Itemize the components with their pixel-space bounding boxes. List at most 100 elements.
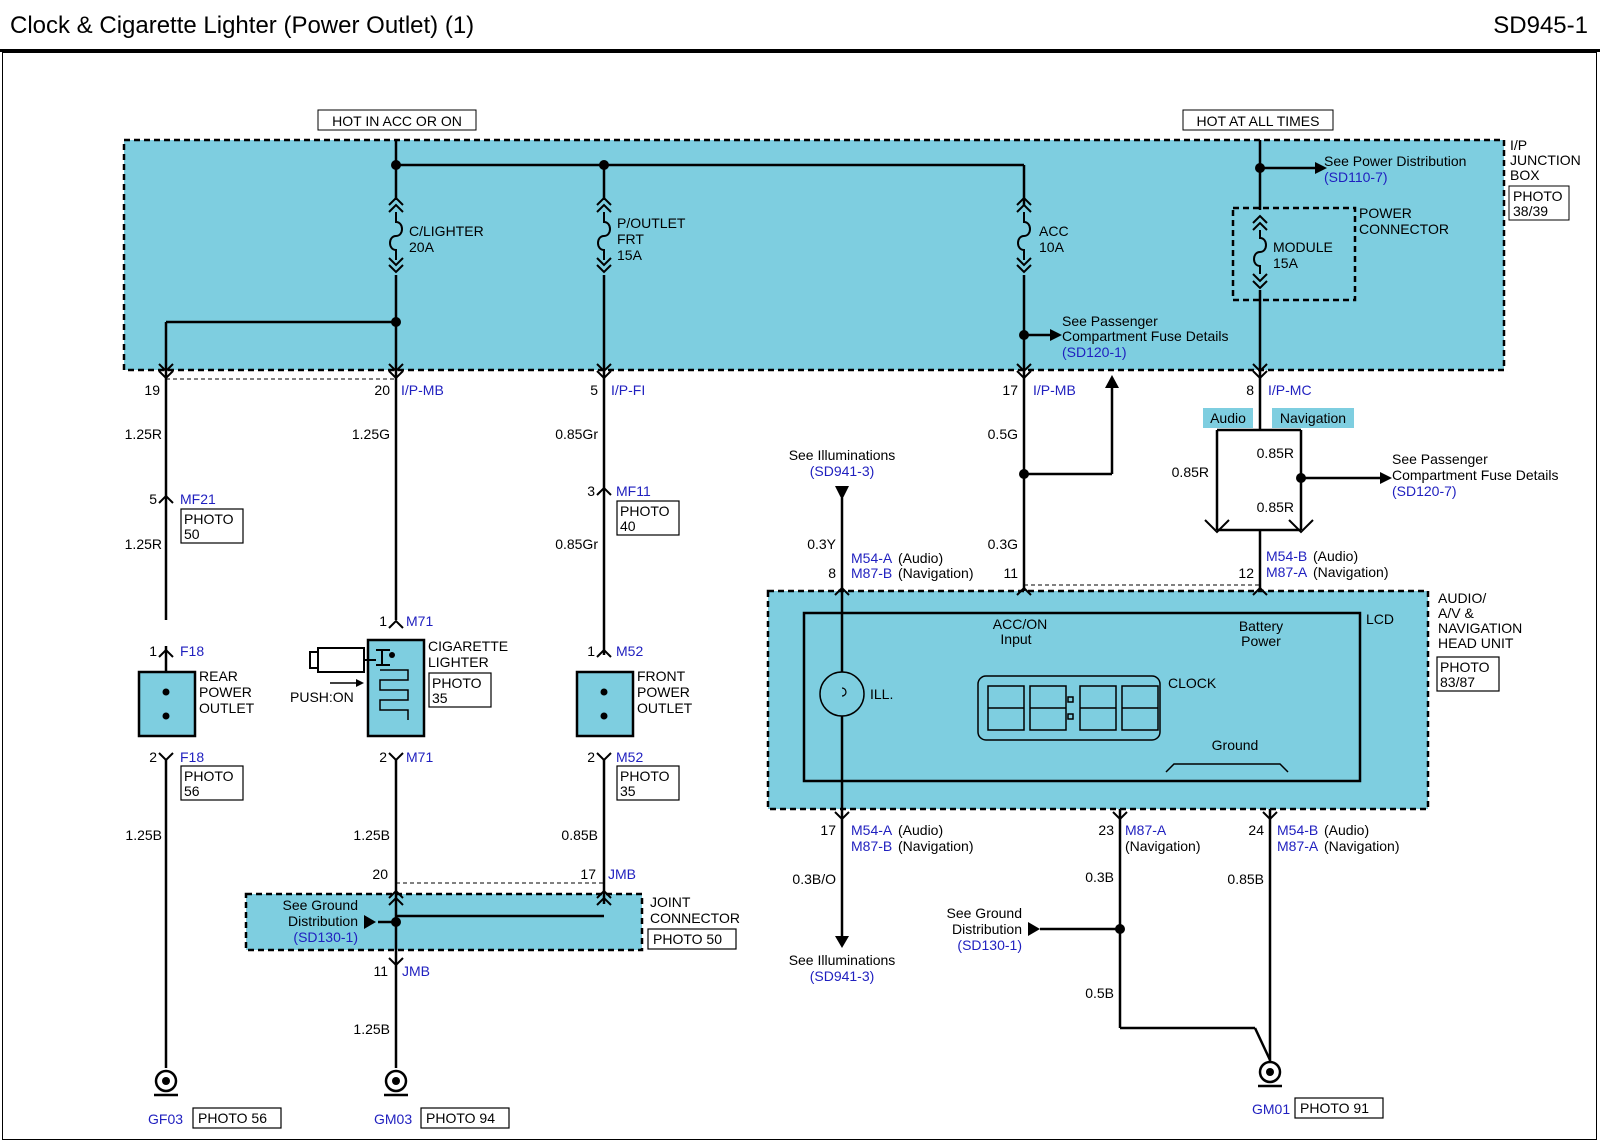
nav-tag: Navigation — [1280, 410, 1346, 426]
paren-label: (Navigation) — [1313, 564, 1388, 580]
connector-label: M87-B — [851, 565, 892, 581]
pin: 2 — [379, 749, 387, 765]
ground-symbol-internal — [1165, 763, 1289, 773]
audio-tag-bg — [1203, 408, 1253, 428]
pin: 23 — [1098, 822, 1114, 838]
fuse-module-amp: 15A — [1273, 255, 1299, 271]
connector-label: MF21 — [180, 491, 216, 507]
connector-label: F18 — [180, 643, 204, 659]
photo-text: PHOTO — [620, 503, 670, 519]
paren-label: (Audio) — [898, 550, 943, 566]
ref-power-dist: See Power Distribution — [1324, 153, 1466, 169]
photo-text: 83/87 — [1440, 674, 1475, 690]
pin: 8 — [1246, 382, 1254, 398]
wire-code: 0.85R — [1172, 464, 1209, 480]
photo-text: PHOTO — [620, 768, 670, 784]
ground-gm01-icon — [1258, 1060, 1282, 1088]
ref-gnd-right-code[interactable]: (SD130-1) — [957, 937, 1022, 953]
svg-text:38/39: 38/39 — [1513, 203, 1548, 219]
ground-gm03-label: GM03 — [374, 1111, 412, 1127]
cig-label: CIGARETTE — [428, 638, 508, 654]
front-power-outlet — [575, 670, 635, 738]
photo-text: PHOTO 50 — [653, 931, 722, 947]
ref-gnd-right-l1: See Ground — [947, 905, 1023, 921]
front-outlet-label: OUTLET — [637, 700, 693, 716]
rear-outlet-label: OUTLET — [199, 700, 255, 716]
page-title: Clock & Cigarette Lighter (Power Outlet)… — [10, 12, 475, 39]
pin: 17 — [1002, 382, 1018, 398]
joint-label: JOINT — [650, 894, 691, 910]
pin: 5 — [149, 491, 157, 507]
cig-label: LIGHTER — [428, 654, 489, 670]
pin: 8 — [828, 565, 836, 581]
connector-label: M52 — [616, 749, 643, 765]
fuse-module-label: MODULE — [1273, 239, 1333, 255]
pin: 12 — [1238, 565, 1254, 581]
fuse-poutlet-frt: FRT — [617, 231, 644, 247]
junction-dots — [391, 160, 1306, 934]
photo-text: PHOTO 56 — [198, 1110, 267, 1126]
acc-on-label: ACC/ON — [993, 616, 1047, 632]
ref-pass-fuse1-code[interactable]: (SD120-1) — [1062, 344, 1127, 360]
ground-gf03-icon — [154, 1069, 178, 1097]
connector-label: M54-A — [851, 550, 893, 566]
connector-label: I/P-MB — [401, 382, 444, 398]
wire-code: 0.85B — [1227, 871, 1264, 887]
pin: 20 — [372, 866, 388, 882]
wire-code: 0.85Gr — [555, 426, 598, 442]
connector-label: M87-B — [851, 838, 892, 854]
ground-label: Ground — [1212, 737, 1259, 753]
connector-label: I/P-MB — [1033, 382, 1076, 398]
pin: 3 — [587, 483, 595, 499]
connector-label: M54-B — [1277, 822, 1318, 838]
front-outlet-label: FRONT — [637, 668, 686, 684]
connector-label: MF11 — [616, 483, 651, 499]
wire-code: 0.5G — [988, 426, 1018, 442]
pin: 5 — [590, 382, 598, 398]
pin: 1 — [587, 643, 595, 659]
wire-code: 0.85B — [561, 827, 598, 843]
pin: 2 — [587, 749, 595, 765]
connector-label: I/P-MC — [1268, 382, 1312, 398]
connector-label: JMB — [402, 963, 430, 979]
connector-links — [166, 378, 1260, 884]
wire-code: 1.25B — [353, 1021, 390, 1037]
photo-text: PHOTO — [184, 511, 234, 527]
ground-gm01-label: GM01 — [1252, 1101, 1290, 1117]
ref-illum-top-code[interactable]: (SD941-3) — [810, 463, 875, 479]
ground-gm03-icon — [384, 1069, 408, 1097]
photo-text: 35 — [620, 783, 636, 799]
wire-code: 1.25G — [352, 426, 390, 442]
photo-text: 40 — [620, 518, 636, 534]
ip-junction-box — [122, 138, 1506, 372]
page-header: Clock & Cigarette Lighter (Power Outlet)… — [0, 0, 1600, 52]
battery-label: Power — [1241, 633, 1281, 649]
power-connector-l2: CONNECTOR — [1359, 221, 1449, 237]
rear-outlet-label: POWER — [199, 684, 252, 700]
ref-power-dist-code[interactable]: (SD110-7) — [1324, 169, 1388, 185]
fuse-symbols — [388, 196, 1268, 290]
ref-illum-bot-code[interactable]: (SD941-3) — [810, 968, 875, 984]
ref-gnd-left-code[interactable]: (SD130-1) — [293, 929, 358, 945]
wire-code: 0.85Gr — [555, 536, 598, 552]
svg-text:JUNCTION: JUNCTION — [1510, 152, 1581, 168]
pin: 17 — [820, 822, 836, 838]
pin: 1 — [149, 643, 157, 659]
ref-illum-bot: See Illuminations — [789, 952, 896, 968]
pin: 11 — [1003, 565, 1018, 581]
fuse-acc-amp: 10A — [1039, 239, 1065, 255]
paren-label: (Navigation) — [1324, 838, 1399, 854]
head-unit-label: AUDIO/ — [1438, 590, 1486, 606]
connector-label: M71 — [406, 749, 433, 765]
pin: 24 — [1248, 822, 1264, 838]
connector-label: M54-B — [1266, 548, 1307, 564]
pin: 11 — [373, 963, 388, 979]
photo-text: 50 — [184, 526, 200, 542]
connector-label: JMB — [608, 866, 636, 882]
ref-pass-fuse2-code[interactable]: (SD120-7) — [1392, 483, 1457, 499]
pin: 2 — [149, 749, 157, 765]
wire-code: 1.25R — [125, 426, 162, 442]
connector-label: M87-A — [1266, 564, 1308, 580]
ref-pass-fuse2-l1: See Passenger — [1392, 451, 1488, 467]
ref-illum-top: See Illuminations — [789, 447, 896, 463]
